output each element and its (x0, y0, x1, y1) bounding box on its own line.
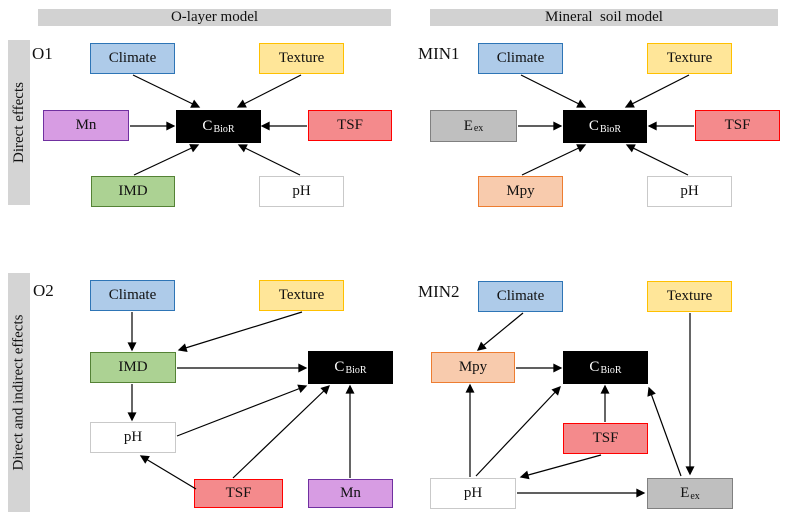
node-o2-imd-label: IMD (118, 359, 148, 375)
arrow-min2-ph-cbior (475, 386, 561, 477)
node-o2-cbior-sub: BioR (345, 364, 367, 376)
arrow-o1-ph-cbior (237, 144, 301, 176)
row-label-direct-effects: Direct effects (8, 40, 30, 205)
arrow-o1-texture-cbior (236, 74, 302, 108)
node-o1-texture-label: Texture (278, 50, 325, 66)
node-min1-mpy: Mpy (478, 176, 563, 207)
arrow-o2-texture-imd (177, 311, 303, 353)
node-o2-texture-label: Texture (278, 287, 325, 303)
header-o-layer-label: O-layer model (170, 9, 259, 25)
panel-label-min2: MIN2 (418, 282, 460, 301)
arrow-min2-tsf-ph (519, 454, 602, 480)
node-o1-mn: Mn (43, 110, 129, 141)
arrow-min2-eex-cbior (647, 386, 682, 477)
node-min2-mpy-label: Mpy (458, 359, 488, 375)
node-min1-eex-sub: ex (473, 123, 484, 134)
header-mineral-soil-model: Mineral soil model (430, 9, 778, 26)
node-min2-cbior-sub: BioR (600, 364, 622, 376)
node-o1-ph-label: pH (292, 183, 311, 199)
node-o1-ph: pH (259, 176, 344, 207)
node-o1-cbior-sub: BioR (213, 123, 235, 135)
direct-effects-text: Direct effects (10, 82, 27, 163)
direct-indirect-effects-text: Direct and indirect effects (10, 314, 27, 471)
panel-label-min1: MIN1 (418, 44, 460, 63)
node-min1-climate-label: Climate (496, 50, 545, 66)
node-o1-climate: Climate (90, 43, 175, 74)
arrow-min2-climate-mpy (476, 312, 524, 351)
arrow-o1-imd-cbior (133, 144, 200, 176)
node-o2-mn: Mn (308, 479, 393, 508)
node-min1-tsf: TSF (695, 110, 780, 141)
node-o1-texture: Texture (259, 43, 344, 74)
node-o2-mn-label: Mn (340, 485, 361, 501)
node-o1-climate-label: Climate (108, 50, 157, 66)
node-o2-ph: pH (90, 422, 176, 453)
arrow-min1-climate-cbior (520, 74, 587, 108)
node-min2-mpy: Mpy (431, 352, 515, 383)
panel-label-o1: O1 (32, 44, 53, 63)
node-min1-cbior-sub: BioR (599, 123, 622, 135)
arrow-min1-mpy-cbior (521, 144, 587, 176)
node-min2-eex-sub: ex (690, 490, 700, 502)
node-o2-climate-label: Climate (108, 287, 157, 303)
arrow-o1-climate-cbior (132, 74, 201, 108)
node-min2-eex-label: E (680, 485, 690, 501)
arrow-o2-ph-cbior (176, 384, 308, 437)
row-label-direct-indirect-effects: Direct and indirect effects (8, 273, 30, 512)
node-min2-tsf-label: TSF (592, 430, 619, 446)
node-o2-tsf: TSF (194, 479, 283, 508)
node-o2-ph-label: pH (123, 429, 143, 445)
node-min1-tsf-label: TSF (724, 117, 751, 133)
node-o2-climate: Climate (90, 280, 175, 311)
node-min2-climate: Climate (478, 281, 563, 312)
node-min1-texture-label: Texture (666, 50, 713, 66)
node-o2-cbior-label: C (334, 359, 345, 375)
node-min1-texture: Texture (647, 43, 732, 74)
arrow-o2-tsf-ph (139, 455, 197, 490)
node-min2-texture: Texture (647, 281, 732, 312)
node-min1-cbior-label: C (588, 118, 599, 134)
node-o1-imd-label: IMD (118, 183, 148, 199)
node-min1-mpy-label: Mpy (506, 183, 535, 199)
node-min2-tsf: TSF (563, 423, 648, 454)
panel-label-o2: O2 (33, 281, 54, 300)
node-o1-mn-label: Mn (75, 117, 97, 133)
node-o2-texture: Texture (259, 280, 344, 311)
node-o1-imd: IMD (91, 176, 175, 207)
node-min2-cbior-label: C (589, 359, 600, 375)
node-min1-ph: pH (647, 176, 732, 207)
node-min1-climate: Climate (478, 43, 563, 74)
node-min2-ph: pH (430, 478, 516, 509)
node-min1-ph-label: pH (680, 183, 699, 199)
node-min2-climate-label: Climate (496, 288, 545, 304)
node-o2-imd: IMD (90, 352, 176, 383)
header-o-layer-model: O-layer model (38, 9, 391, 26)
node-o1-tsf: TSF (308, 110, 392, 141)
node-min1-eex-label: E (463, 117, 473, 134)
header-mineral-label: Mineral soil model (545, 9, 663, 25)
node-min2-texture-label: Texture (666, 288, 713, 304)
node-o1-cbior-label: C (202, 118, 213, 134)
node-o2-tsf-label: TSF (225, 485, 252, 501)
node-o1-tsf-label: TSF (337, 117, 363, 133)
arrow-min1-ph-cbior (625, 144, 689, 176)
node-min2-ph-label: pH (463, 485, 483, 501)
arrow-min1-texture-cbior (624, 74, 690, 108)
arrow-o2-tsf-cbior (232, 385, 330, 479)
